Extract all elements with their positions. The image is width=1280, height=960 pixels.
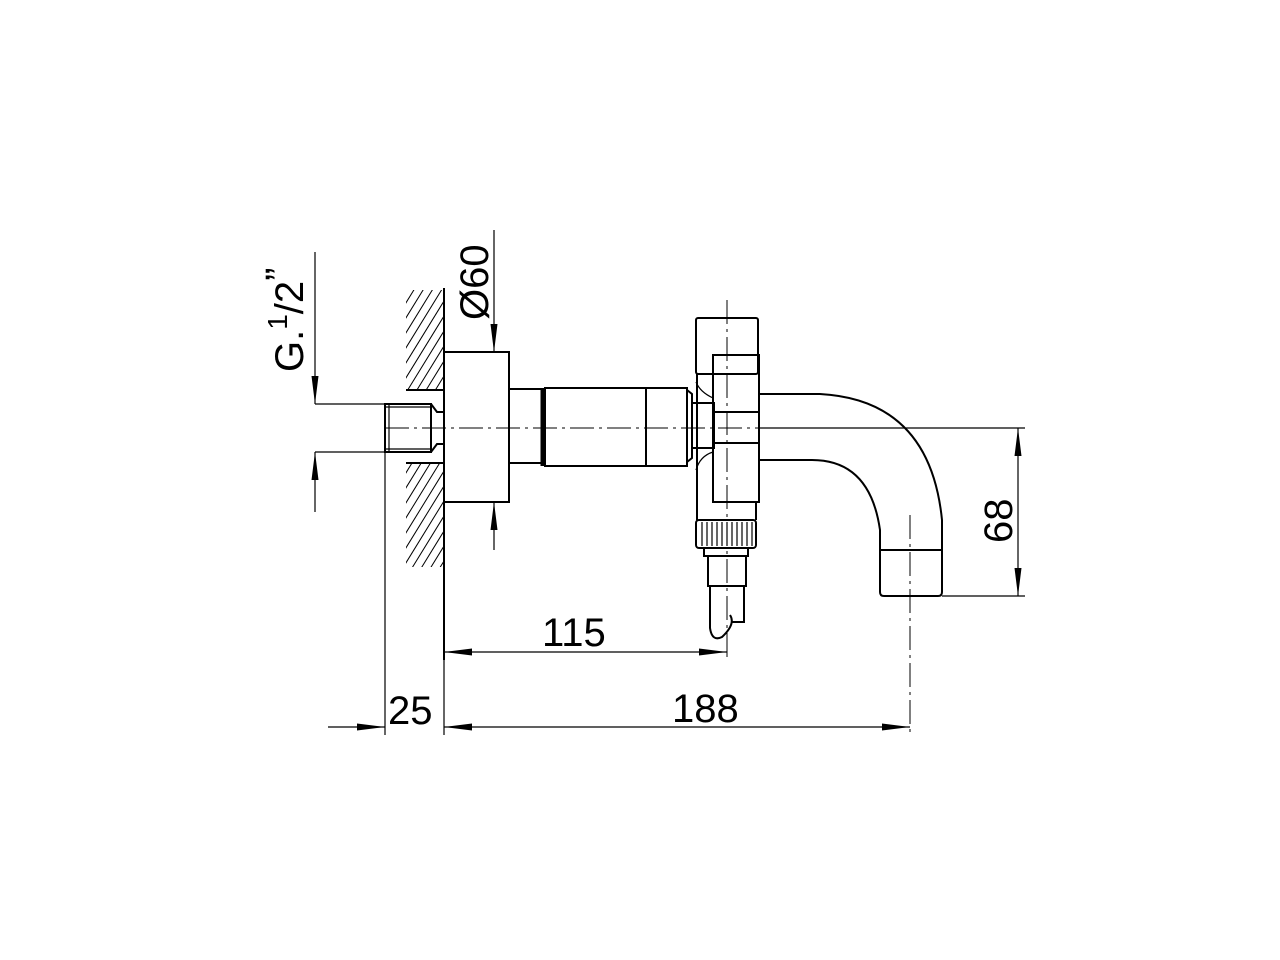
dimension-flange-diameter: Ø60 [453, 230, 498, 550]
wall-flange [443, 351, 510, 503]
dimension-spout-outlet: 188 [444, 687, 910, 731]
hose-connector [695, 519, 757, 640]
wall-hatch-bottom [406, 463, 444, 567]
thread-depth-label: 25 [388, 689, 433, 733]
spout-drop-label: 68 [977, 499, 1021, 544]
flange-diameter-label: Ø60 [453, 244, 497, 320]
spout [759, 393, 943, 597]
dimension-thread: G.1/2” [258, 252, 319, 512]
centre-lines [385, 300, 911, 735]
thread-dimension-label: G.1/2” [258, 267, 312, 372]
wall-hatch-top [406, 290, 444, 390]
dimension-thread-depth: 25 [328, 689, 433, 733]
wall-section [406, 288, 445, 660]
dimension-hose-outlet: 115 [444, 611, 727, 656]
spout-outlet-label: 188 [672, 687, 739, 731]
valve-body [508, 387, 715, 467]
threaded-connector [384, 403, 444, 453]
dimension-spout-drop: 68 [977, 428, 1022, 596]
hose-outlet-label: 115 [542, 611, 606, 655]
extension-lines [315, 403, 1025, 735]
